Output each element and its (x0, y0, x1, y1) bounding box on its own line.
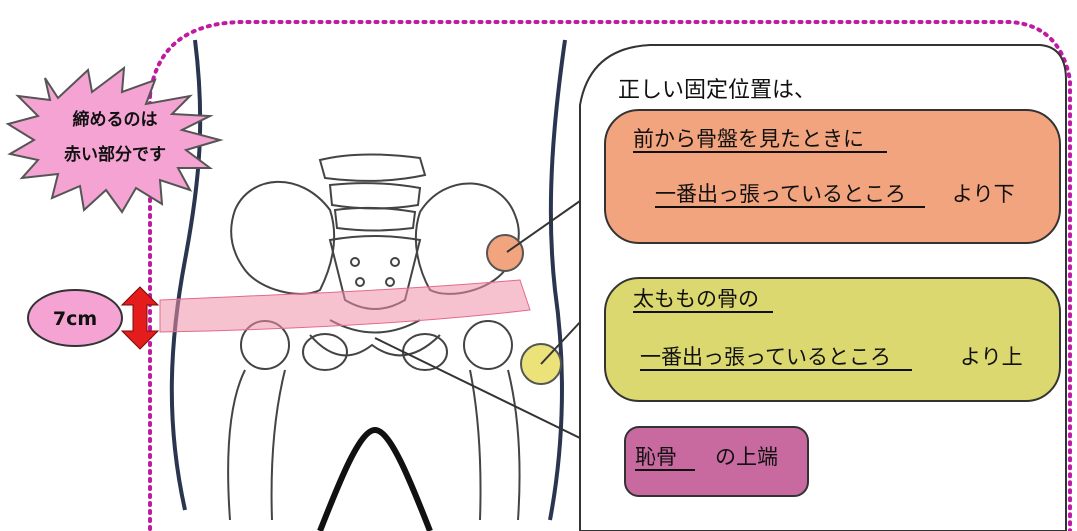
box2-line1: 太ももの骨の (633, 287, 759, 311)
measure-label: 7cm (53, 308, 97, 330)
box1-line2-suffix: より下 (952, 182, 1015, 206)
box1-line2-underlined: 一番出っ張っているところ (655, 182, 906, 206)
box2-line2-suffix: より上 (960, 345, 1023, 369)
thigh-outline (320, 430, 430, 531)
body-outline-right (550, 40, 565, 520)
box3-suffix: の上端 (715, 445, 778, 469)
burst-line2: 赤い部分です (64, 144, 166, 165)
lumbar-vertebrae (320, 154, 425, 230)
panel-title: 正しい固定位置は、 (618, 78, 816, 103)
box3-underlined: 恥骨 (635, 445, 677, 469)
marker-iliac-crest (487, 235, 523, 271)
callout-burst (8, 68, 220, 212)
measure-arrow (122, 287, 158, 349)
burst-line1: 締めるのは (73, 109, 158, 130)
femur-bones (228, 321, 519, 520)
box2-line2-underlined: 一番出っ張っているところ (640, 345, 891, 369)
pelvis-bone (231, 182, 519, 370)
box1-line1: 前から骨盤を見たときに (633, 127, 864, 151)
